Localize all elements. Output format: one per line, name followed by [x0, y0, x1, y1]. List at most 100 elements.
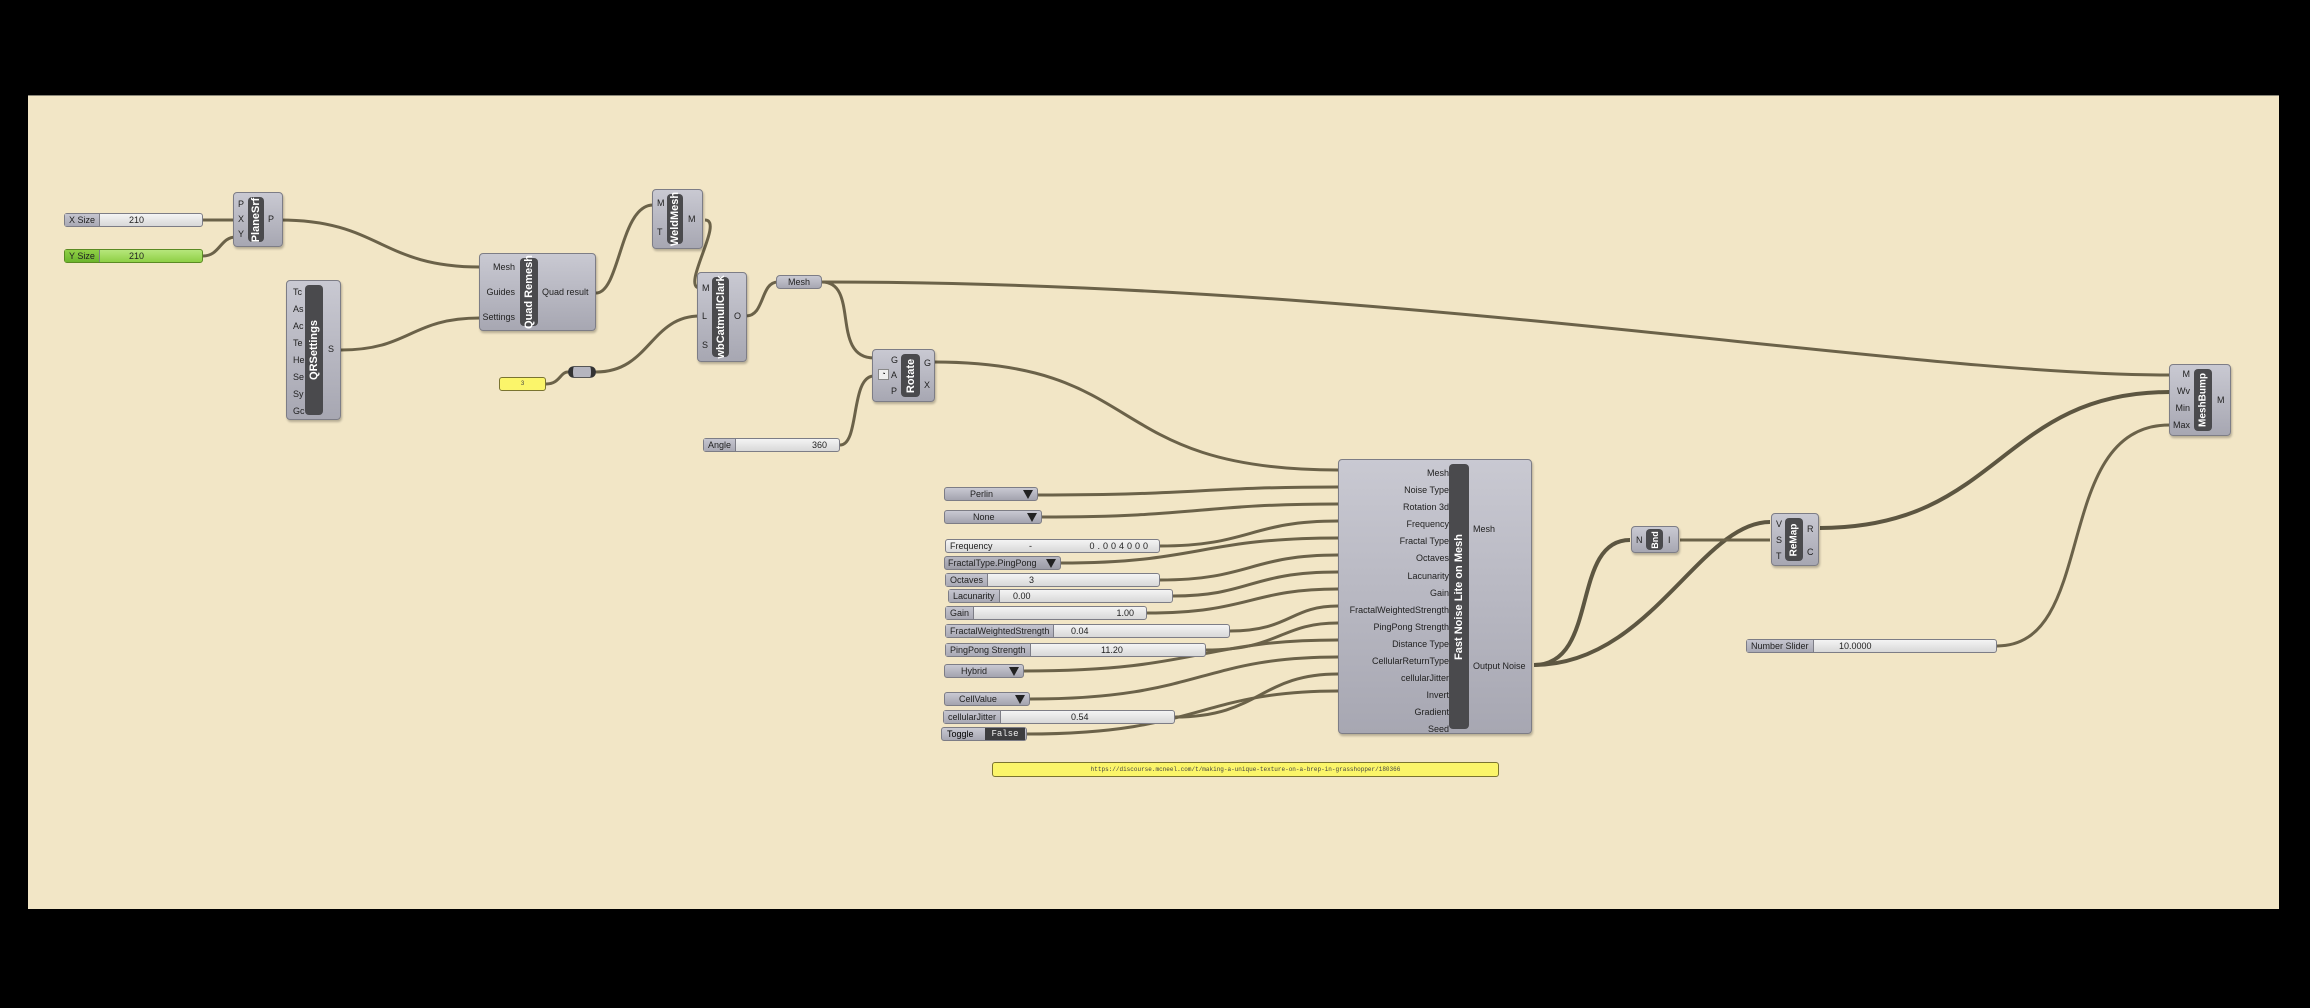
output-m[interactable]: M [2217, 395, 2225, 405]
rotation-dropdown[interactable]: None [944, 510, 1042, 524]
input-gc[interactable]: Gc [293, 406, 305, 416]
input-y[interactable]: Y [238, 229, 245, 239]
y-size-slider[interactable]: Y Size 210 [64, 249, 203, 263]
component-name: wbCatmullClark [712, 275, 729, 359]
output-r[interactable]: R [1807, 524, 1814, 534]
input-l[interactable]: L [702, 311, 708, 321]
fast-noise-component[interactable]: Mesh Noise Type Rotation 3d Frequency Fr… [1338, 459, 1532, 734]
lacunarity-slider[interactable]: Lacunarity 0.00 [948, 589, 1173, 603]
input-t[interactable]: T [1776, 551, 1782, 561]
input-gain[interactable]: Gain [1429, 587, 1449, 598]
input-fractal-type[interactable]: Fractal Type [1399, 536, 1449, 547]
input-noise-type[interactable]: Noise Type [1404, 485, 1449, 496]
input-p[interactable]: P [891, 386, 898, 396]
input-g[interactable]: G [891, 355, 899, 365]
cellular-jitter-slider[interactable]: cellularJitter 0.54 [943, 710, 1175, 724]
input-wv[interactable]: Wv [2177, 386, 2190, 396]
input-min[interactable]: Min [2175, 403, 2190, 413]
input-fractal-weighted-strength[interactable]: FractalWeightedStrength [1349, 604, 1449, 615]
input-m[interactable]: M [702, 283, 710, 293]
output-g[interactable]: G [924, 358, 932, 368]
input-a[interactable]: A [891, 370, 898, 380]
input-se[interactable]: Se [293, 372, 305, 382]
toggle-value[interactable]: False [985, 728, 1025, 740]
input-t[interactable]: T [657, 227, 663, 237]
input-pingpong-strength[interactable]: PingPong Strength [1373, 621, 1449, 632]
angle-slider[interactable]: Angle 360 [703, 438, 840, 452]
input-gradient[interactable]: Gradient [1414, 707, 1449, 718]
remap-component[interactable]: V S T ReMap R C [1771, 513, 1819, 566]
input-rotation-3d[interactable]: Rotation 3d [1402, 502, 1449, 513]
pingpong-strength-slider[interactable]: PingPong Strength 11.20 [945, 643, 1206, 657]
input-x[interactable]: X [238, 214, 245, 224]
output-p[interactable]: P [268, 214, 275, 224]
output-mesh[interactable]: Mesh [1473, 524, 1496, 534]
fractal-weighted-strength-slider[interactable]: FractalWeightedStrength 0.04 [945, 624, 1230, 638]
mesh-param[interactable]: Mesh [776, 275, 822, 289]
number-panel[interactable]: 3 [499, 377, 546, 391]
planesrf-component[interactable]: P X Y PlaneSrf P [233, 192, 283, 247]
slider-value: 0.04 [1071, 626, 1089, 636]
toggle[interactable]: Toggle False [941, 727, 1027, 741]
number-slider[interactable]: Number Slider 10.0000 [1746, 639, 1997, 653]
input-frequency[interactable]: Frequency [1406, 519, 1449, 530]
output-quad-result[interactable]: Quad result [542, 287, 589, 297]
cellular-return-dropdown[interactable]: CellValue [944, 692, 1030, 706]
input-cellular-return-type[interactable]: CellularReturnType [1371, 656, 1449, 667]
input-m[interactable]: M [657, 198, 665, 208]
distance-type-dropdown[interactable]: Hybrid [944, 664, 1024, 678]
input-as[interactable]: As [293, 304, 304, 314]
output-o[interactable]: O [734, 311, 742, 321]
input-octaves[interactable]: Octaves [1415, 553, 1449, 564]
slider-value: 0.00 [1013, 591, 1031, 601]
input-he[interactable]: He [293, 355, 305, 365]
input-tc[interactable]: Tc [293, 287, 302, 297]
meshbump-component[interactable]: M Wv Min Max MeshBump M [2169, 364, 2231, 436]
input-lacunarity[interactable]: Lacunarity [1407, 570, 1449, 581]
relay-node[interactable] [568, 366, 596, 378]
input-te[interactable]: Te [293, 338, 303, 348]
output-x[interactable]: X [924, 380, 931, 390]
url-panel[interactable]: https://discourse.mcneel.com/t/making-a-… [992, 762, 1499, 777]
input-n[interactable]: N [1636, 535, 1643, 545]
input-s[interactable]: S [702, 340, 709, 350]
slider-value: 210 [129, 251, 145, 261]
catmull-clark-component[interactable]: M L S wbCatmullClark O [697, 272, 747, 362]
dropdown-value: CellValue [959, 694, 997, 704]
input-labels: Mesh Noise Type Rotation 3d Frequency Fr… [1339, 465, 1449, 739]
x-size-slider[interactable]: X Size 210 [64, 213, 203, 227]
slider-label: FractalWeightedStrength [946, 625, 1055, 637]
input-s[interactable]: S [1776, 535, 1783, 545]
input-distance-type[interactable]: Distance Type [1392, 638, 1449, 649]
qrsettings-component[interactable]: Tc As Ac Te He Se Sy Gc QRSettings S [286, 280, 341, 420]
noise-type-dropdown[interactable]: Perlin [944, 487, 1038, 501]
output-noise[interactable]: Output Noise [1473, 661, 1526, 671]
input-guides[interactable]: Guides [486, 287, 515, 297]
input-mesh[interactable]: Mesh [1426, 468, 1449, 478]
input-settings[interactable]: Settings [482, 312, 515, 322]
output-m[interactable]: M [688, 214, 696, 224]
octaves-slider[interactable]: Octaves 3 [945, 573, 1160, 587]
quad-remesh-component[interactable]: Mesh Guides Settings Quad Remesh Quad re… [479, 253, 596, 331]
input-max[interactable]: Max [2172, 420, 2190, 430]
input-v[interactable]: V [1776, 519, 1783, 529]
input-invert[interactable]: Invert [1426, 690, 1449, 701]
fractal-type-dropdown[interactable]: FractalType.PingPong [944, 556, 1061, 570]
rotate-component[interactable]: ◔ G A P Rotate G X [872, 349, 935, 402]
grasshopper-canvas[interactable] [28, 95, 2279, 909]
input-m[interactable]: M [2182, 369, 2191, 379]
input-p[interactable]: P [238, 199, 245, 209]
bnd-component[interactable]: N Bnd I [1631, 526, 1679, 553]
input-ac[interactable]: Ac [293, 321, 304, 331]
output-i[interactable]: I [1668, 535, 1671, 545]
gain-slider[interactable]: Gain 1.00 [945, 606, 1147, 620]
input-mesh[interactable]: Mesh [492, 262, 515, 272]
output-c[interactable]: C [1807, 547, 1814, 557]
frequency-slider[interactable]: Frequency - 0.004000 [945, 539, 1160, 553]
input-seed[interactable]: Seed [1427, 724, 1449, 735]
input-cellular-jitter[interactable]: cellularJitter [1400, 673, 1449, 684]
dropdown-value: FractalType.PingPong [948, 558, 1037, 568]
input-sy[interactable]: Sy [293, 389, 304, 399]
output-s[interactable]: S [328, 344, 335, 354]
weldmesh-component[interactable]: M T WeldMesh M [652, 189, 703, 249]
